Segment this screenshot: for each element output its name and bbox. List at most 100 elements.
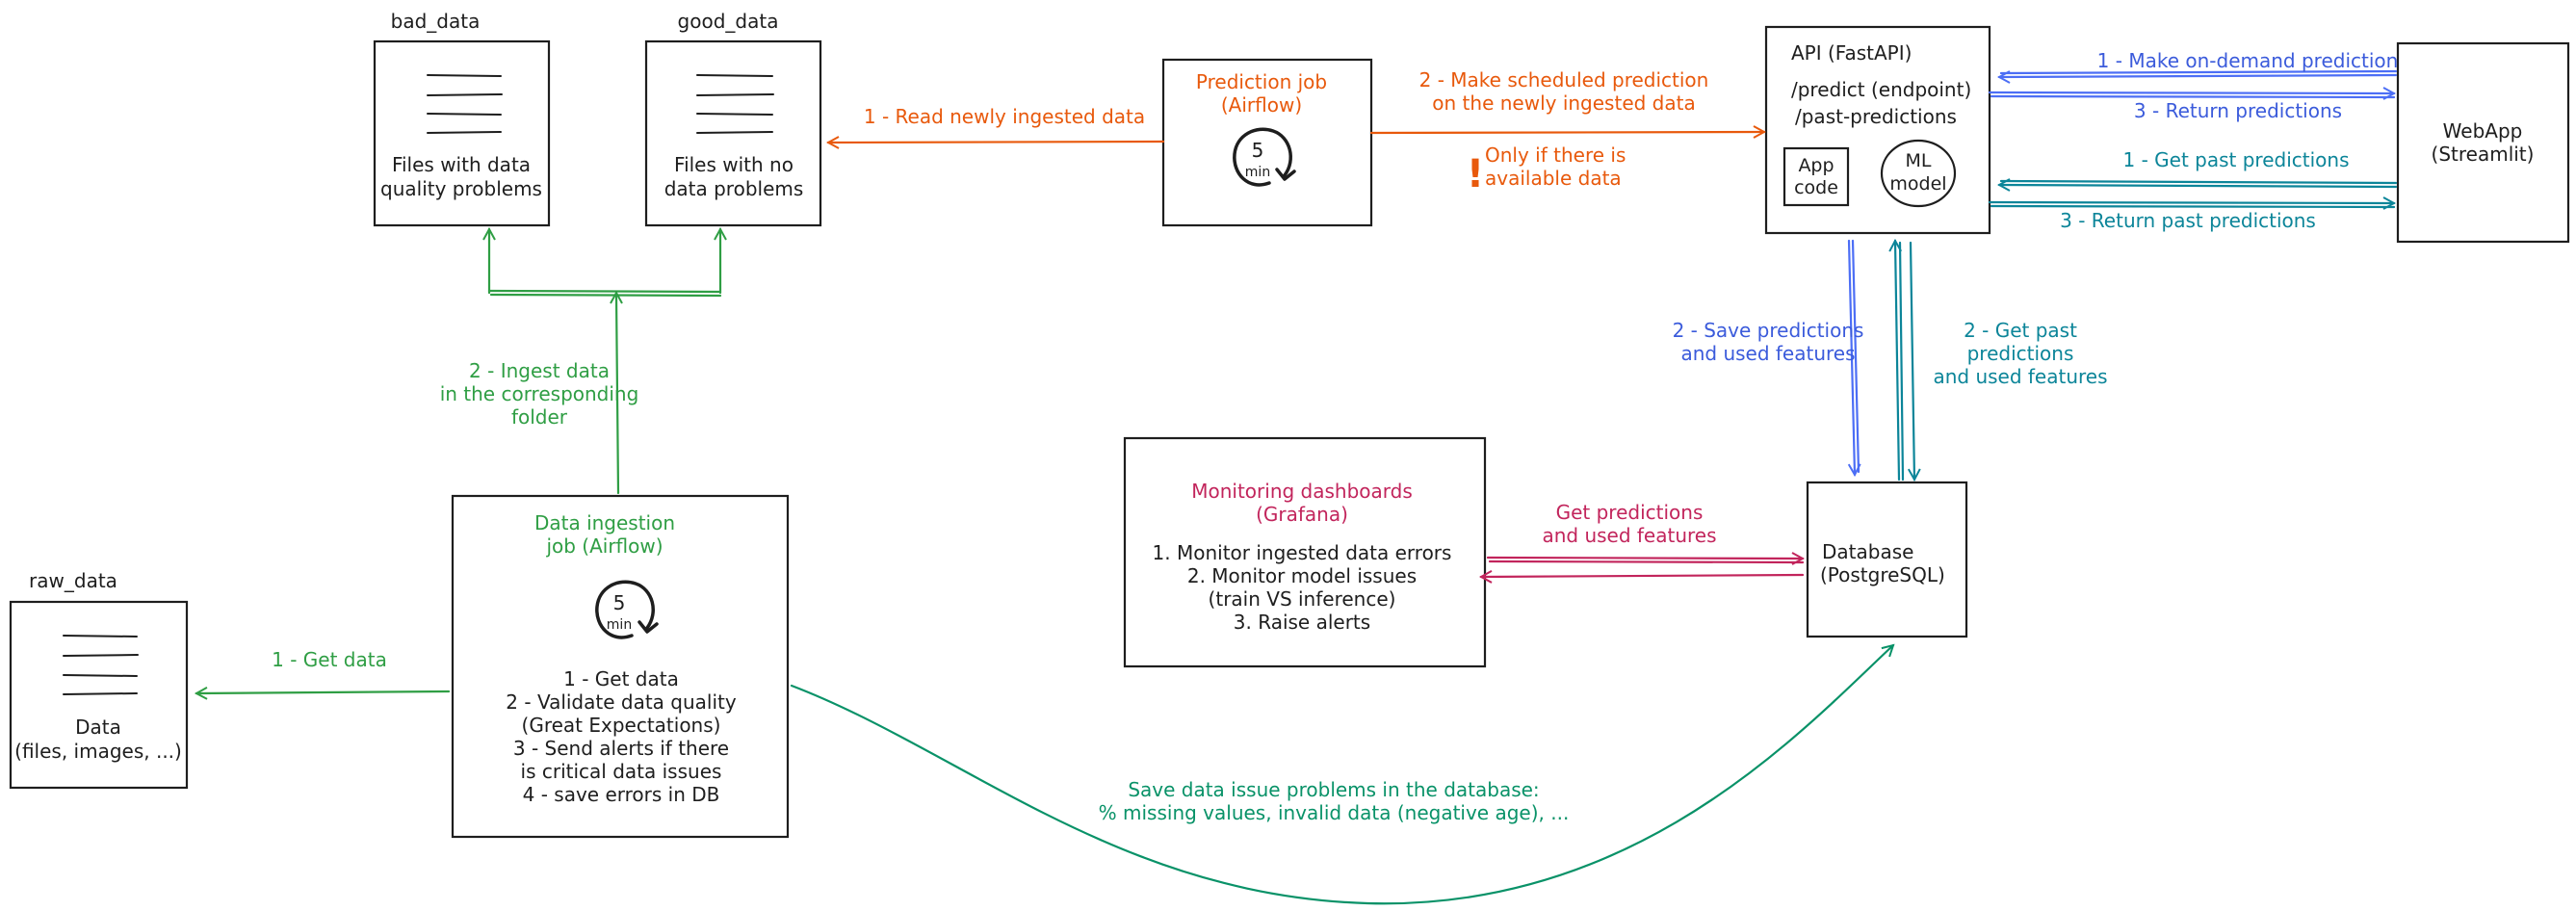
raw-data-caption-2: (files, images, ...): [14, 740, 182, 763]
only-if-label-1: Only if there is: [1485, 143, 1626, 167]
good-data-folder: good_data Files with no data problems: [644, 10, 822, 227]
get-past-db-arrow: [1895, 241, 1899, 482]
monitoring-item-1: 1. Monitor ingested data errors: [1153, 541, 1452, 564]
return-past-arrow-sketch: [1990, 204, 2396, 209]
raw-data-caption-1: Data: [75, 716, 121, 739]
monitoring-title-2: (Grafana): [1256, 503, 1348, 526]
bad-data-folder: bad_data Files with data quality problem…: [373, 10, 551, 227]
webapp-service: WebApp (Streamlit): [2396, 41, 2570, 244]
save-issues-label-1: Save data issue problems in the database…: [1128, 778, 1539, 801]
ml-model-circle: [1880, 139, 1957, 208]
get-past-db-arrow-sketch: [1898, 241, 1905, 482]
return-predictions-label: 3 - Return predictions: [2134, 99, 2342, 122]
timer-icon: 5 min: [595, 580, 659, 639]
warning-icon: !: [1467, 152, 1484, 196]
api-endpoint-past: /past-predictions: [1795, 105, 1957, 128]
timer-value: 5: [1252, 139, 1264, 162]
save-issues-label-2: % missing values, invalid data (negative…: [1099, 801, 1570, 824]
database-service: Database (PostgreSQL): [1806, 481, 1968, 638]
get-data-label: 1 - Get data: [272, 648, 387, 671]
save-predictions-label-2: and used features: [1680, 342, 1855, 365]
grafana-query-arrow: [1486, 558, 1803, 559]
ingestion-step-2b: (Great Expectations): [522, 714, 721, 737]
scheduled-prediction-arrow: [1369, 132, 1764, 133]
document-icon: [696, 74, 774, 134]
get-past-db-label-3: and used features: [1933, 365, 2107, 388]
prediction-job-title-1: Prediction job: [1196, 70, 1327, 93]
app-code-label-1: App: [1798, 155, 1834, 176]
ingest-data-label-1: 2 - Ingest data: [469, 359, 610, 382]
grafana-query-label-1: Get predictions: [1556, 501, 1704, 524]
database-box: [1806, 481, 1968, 638]
webapp-title-1: WebApp: [2443, 119, 2523, 143]
webapp-box: [2396, 41, 2570, 244]
prediction-job-title-2: (Airflow): [1221, 93, 1302, 117]
ingestion-job-title-1: Data ingestion: [534, 511, 675, 534]
monitoring-item-3: (train VS inference): [1209, 587, 1396, 611]
monitoring-item-4: 3. Raise alerts: [1234, 611, 1370, 634]
save-predictions-label-1: 2 - Save predictions: [1673, 319, 1864, 342]
good-data-caption-2: data problems: [664, 177, 804, 200]
save-predictions-arrow: [1849, 239, 1855, 475]
ingestion-step-4: 4 - save errors in DB: [523, 783, 720, 806]
api-service: API (FastAPI) /predict (endpoint) /past-…: [1764, 25, 1991, 235]
grafana-query-arrow-sketch: [1488, 560, 1805, 564]
webapp-title-2: (Streamlit): [2432, 143, 2535, 166]
good-data-caption-1: Files with no: [674, 153, 794, 176]
monitoring-title-1: Monitoring dashboards: [1191, 480, 1413, 503]
timer-unit: min: [607, 617, 632, 633]
get-past-db-return-arrow: [1911, 241, 1914, 480]
raw-data-folder: raw_data Data (files, images, ...): [9, 569, 189, 790]
data-ingestion-job: Data ingestion job (Airflow) 5 min 1 - G…: [451, 494, 790, 839]
grafana-return-arrow: [1481, 575, 1805, 577]
app-code-box: [1782, 146, 1850, 207]
timer-unit: min: [1245, 165, 1270, 180]
app-code-label-2: code: [1794, 177, 1838, 198]
get-past-arrow-sketch: [1999, 179, 2398, 185]
return-past-arrow: [1988, 202, 2394, 203]
save-predictions-arrow-sketch: [1851, 239, 1860, 474]
database-title-1: Database: [1822, 540, 1913, 563]
api-title: API (FastAPI): [1791, 41, 1912, 65]
get-data-arrow: [196, 691, 451, 693]
ml-model-label-2: model: [1889, 173, 1946, 195]
database-title-2: (PostgreSQL): [1820, 563, 1945, 586]
ingestion-job-box: [451, 494, 790, 839]
return-past-label: 3 - Return past predictions: [2060, 209, 2316, 232]
bad-data-caption-1: Files with data: [392, 153, 531, 176]
read-ingested-arrow: [828, 142, 1165, 143]
scheduled-prediction-label-2: on the newly ingested data: [1432, 91, 1695, 115]
raw-data-title: raw_data: [29, 569, 117, 592]
save-issues-arrow: [790, 645, 1893, 905]
grafana-query-label-2: and used features: [1542, 524, 1716, 547]
ingest-data-trunk: [614, 293, 620, 495]
ingestion-step-3: 3 - Send alerts if there: [513, 737, 729, 760]
ingestion-step-2: 2 - Validate data quality: [506, 690, 737, 714]
document-icon: [63, 635, 139, 695]
good-data-title: good_data: [678, 10, 779, 33]
get-past-label: 1 - Get past predictions: [2123, 148, 2350, 171]
return-predictions-arrow: [1988, 92, 2394, 93]
prediction-job: Prediction job (Airflow) 5 min: [1161, 58, 1373, 227]
bad-data-caption-2: quality problems: [380, 177, 542, 200]
monitoring-item-2: 2. Monitor model issues: [1187, 564, 1417, 587]
prediction-job-box: [1161, 58, 1373, 227]
ingest-data-label-3: folder: [511, 405, 568, 429]
get-past-arrow: [1999, 185, 2398, 187]
timer-icon: 5 min: [1233, 127, 1296, 187]
ingestion-step-3b: is critical data issues: [521, 760, 722, 783]
document-icon: [427, 74, 503, 134]
read-ingested-label: 1 - Read newly ingested data: [864, 105, 1145, 128]
on-demand-label: 1 - Make on-demand prediction: [2097, 49, 2399, 72]
ingestion-step-1: 1 - Get data: [563, 667, 679, 690]
bad-data-title: bad_data: [391, 10, 481, 33]
timer-value: 5: [613, 591, 626, 614]
monitoring-dashboards: Monitoring dashboards (Grafana) 1. Monit…: [1123, 436, 1487, 668]
only-if-label-2: available data: [1485, 167, 1622, 190]
scheduled-prediction-label-1: 2 - Make scheduled prediction: [1419, 68, 1709, 91]
return-predictions-arrow-sketch: [1990, 94, 2396, 99]
on-demand-arrow-sketch: [1999, 69, 2398, 75]
ingest-data-branch-sketch: [489, 293, 722, 298]
get-past-db-label-2: predictions: [1967, 342, 2074, 365]
